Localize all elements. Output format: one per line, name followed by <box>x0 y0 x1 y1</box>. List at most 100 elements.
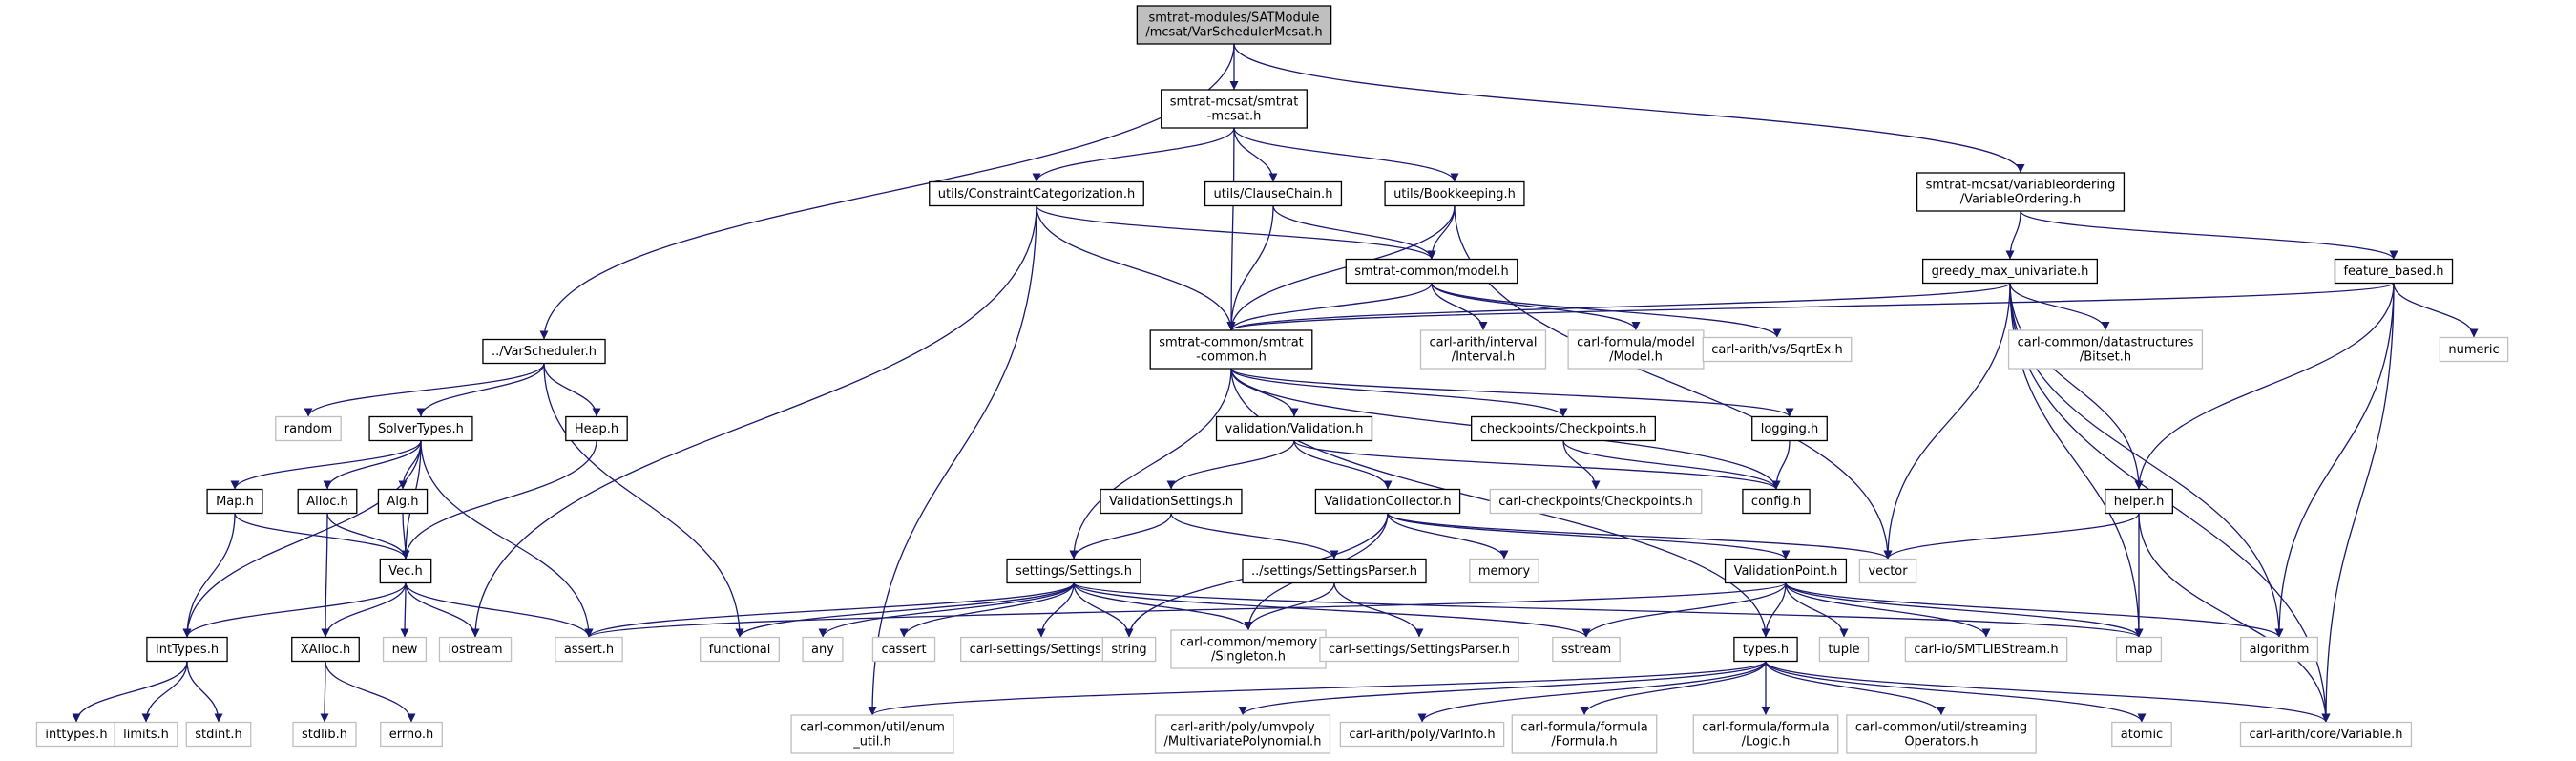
node-label: ValidationCollector.h <box>1324 495 1451 509</box>
edge-typesh-to-streamingops <box>1765 661 1946 716</box>
node-box <box>1469 558 1539 584</box>
node-label: utils/Bookkeeping.h <box>1393 187 1516 201</box>
edge-valsettings-to-settings <box>1069 513 1172 560</box>
edge-typesh-to-enumutil <box>868 660 1767 716</box>
node-label: logging.h <box>1761 422 1819 436</box>
node-root[interactable]: smtrat-modules/SATModule/mcsat/VarSchedu… <box>1136 5 1332 45</box>
edge-varscheduler-to-functional <box>543 363 744 638</box>
node-vector: vector <box>1858 558 1917 584</box>
node-alloch[interactable]: Alloc.h <box>297 488 358 515</box>
edge-feature-to-algorithm <box>2274 283 2395 638</box>
node-settingsparser[interactable]: ../settings/SettingsParser.h <box>1242 558 1427 584</box>
node-greedy[interactable]: greedy_max_univariate.h <box>1921 258 2099 285</box>
node-validation[interactable]: validation/Validation.h <box>1215 415 1373 442</box>
node-tuple: tuple <box>1818 636 1870 663</box>
node-constraintcat[interactable]: utils/ConstraintCategorization.h <box>929 180 1144 207</box>
node-label: smtrat-common/model.h <box>1354 264 1508 279</box>
node-clausechain[interactable]: utils/ClauseChain.h <box>1204 180 1343 207</box>
node-box <box>1319 636 1519 663</box>
node-label: XAlloc.h <box>301 643 351 657</box>
edge-typesh-to-formula <box>1580 661 1767 716</box>
edge-settings-to-asserth <box>584 582 1075 638</box>
edge-feature-to-helperh <box>2134 283 2395 490</box>
node-settings[interactable]: settings/Settings.h <box>1006 558 1141 584</box>
edge-checkpoints-to-carlcheckpoints <box>1562 440 1601 490</box>
node-box <box>700 636 780 663</box>
node-model[interactable]: smtrat-common/model.h <box>1345 258 1518 285</box>
node-box <box>114 721 178 748</box>
node-label: carl-formula/formula <box>1702 721 1829 735</box>
node-bookkeeping[interactable]: utils/Bookkeeping.h <box>1384 180 1525 207</box>
node-label: smtrat-mcsat/smtrat <box>1170 95 1299 110</box>
node-label: cassert <box>881 643 926 657</box>
node-smtrat_common[interactable]: smtrat-common/smtrat-common.h <box>1149 329 1313 370</box>
node-label: /Model.h <box>1609 350 1663 365</box>
node-inttypes[interactable]: IntTypes.h <box>146 636 228 663</box>
node-configh[interactable]: config.h <box>1742 488 1811 515</box>
node-helperh[interactable]: helper.h <box>2105 488 2173 515</box>
node-varscheduler[interactable]: ../VarScheduler.h <box>482 338 606 365</box>
node-box <box>1846 714 2037 754</box>
node-label: SolverTypes.h <box>378 422 464 436</box>
node-label: ValidationPoint.h <box>1734 564 1838 579</box>
node-box <box>275 415 342 442</box>
node-label: /Logic.h <box>1742 735 1791 750</box>
node-multipoly: carl-arith/poly/umvpoly/MultivariatePoly… <box>1154 714 1331 754</box>
node-valcollector[interactable]: ValidationCollector.h <box>1314 488 1461 515</box>
edge-varscheduler-to-solvertypes <box>416 363 545 417</box>
edge-solvertypes-to-maph <box>230 440 422 490</box>
node-label: carl-formula/formula <box>1520 721 1647 735</box>
node-label: assert.h <box>564 643 614 657</box>
node-box <box>1215 415 1373 442</box>
node-maph[interactable]: Map.h <box>206 488 263 515</box>
node-box <box>1149 329 1313 370</box>
node-heap[interactable]: Heap.h <box>565 415 628 442</box>
node-valpoint[interactable]: ValidationPoint.h <box>1724 558 1848 584</box>
node-box <box>1314 488 1461 515</box>
edge-varscheduler-to-heap <box>543 363 601 417</box>
node-box <box>297 488 358 515</box>
node-box <box>1101 636 1157 663</box>
node-box <box>555 636 623 663</box>
node-box <box>1724 558 1848 584</box>
node-box <box>2239 636 2319 663</box>
node-formula: carl-formula/formula/Formula.h <box>1511 714 1658 754</box>
node-valsettings[interactable]: ValidationSettings.h <box>1100 488 1243 515</box>
node-string: string <box>1101 636 1157 663</box>
node-box <box>565 415 628 442</box>
edge-typesh-to-varinfo <box>1417 661 1767 723</box>
edge-settingsparser-to-carlsettingsparser <box>1333 582 1424 638</box>
node-label: vector <box>1868 564 1908 579</box>
node-label: carl-arith/core/Variable.h <box>2250 728 2403 742</box>
node-typesh[interactable]: types.h <box>1733 636 1798 663</box>
node-label: _util.h <box>852 735 890 750</box>
node-smtrat_mcsat[interactable]: smtrat-mcsat/smtrat-mcsat.h <box>1161 89 1308 129</box>
node-enumutil: carl-common/util/enum_util.h <box>790 714 954 754</box>
node-feature[interactable]: feature_based.h <box>2334 258 2454 285</box>
edge-smtrat_mcsat-to-smtrat_common <box>1226 127 1236 331</box>
node-checkpoints[interactable]: checkpoints/Checkpoints.h <box>1471 415 1656 442</box>
node-varordering[interactable]: smtrat-mcsat/variableordering/VariableOr… <box>1916 172 2126 212</box>
node-singleton: carl-common/memory/Singleton.h <box>1170 629 1327 669</box>
node-stdint: stdint.h <box>185 721 252 748</box>
node-label: map <box>2126 643 2153 657</box>
edge-valcollector-to-memory <box>1387 513 1509 560</box>
node-smtlibstream: carl-io/SMTLIBStream.h <box>1904 636 2068 663</box>
node-box <box>1552 636 1621 663</box>
node-label: carl-common/util/streaming <box>1855 721 2027 735</box>
node-box <box>1489 488 1703 515</box>
node-xalloc[interactable]: XAlloc.h <box>291 636 360 663</box>
node-varinfo: carl-arith/poly/VarInfo.h <box>1339 721 1505 748</box>
edge-vech-to-iostream <box>405 582 480 638</box>
edge-inttypes-to-inttypes_sys <box>72 661 188 723</box>
edge-constraintcat-to-enumutil <box>868 205 1037 716</box>
node-box <box>185 721 252 748</box>
node-label: any <box>811 643 834 657</box>
node-algh[interactable]: Alg.h <box>377 488 429 515</box>
node-logging[interactable]: logging.h <box>1751 415 1828 442</box>
edge-varordering-to-feature <box>2020 210 2398 260</box>
node-label: algorithm <box>2250 643 2310 657</box>
node-solvertypes[interactable]: SolverTypes.h <box>368 415 473 442</box>
node-vech[interactable]: Vec.h <box>379 558 432 584</box>
